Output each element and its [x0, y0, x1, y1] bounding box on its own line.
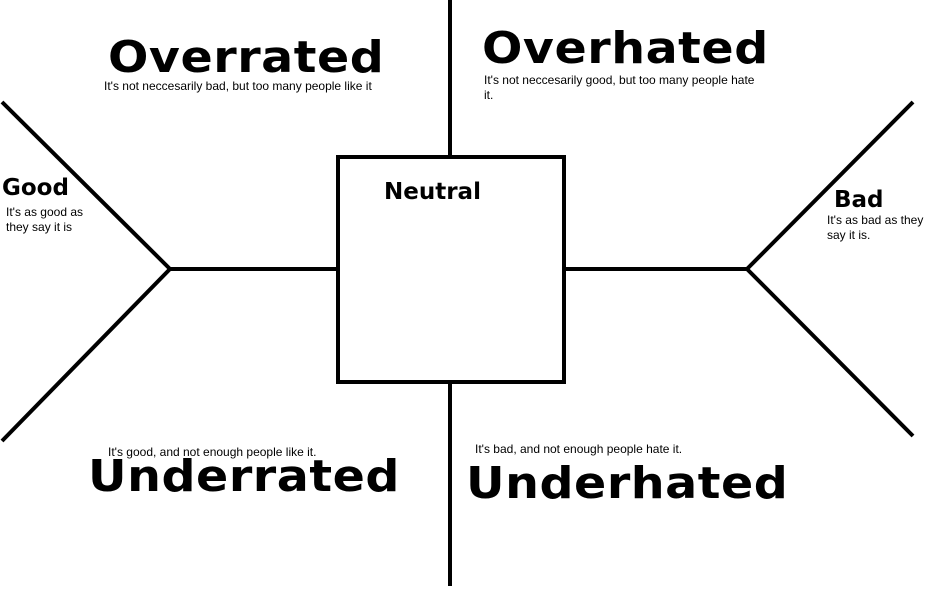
underhated-description: It's bad, and not enough people hate it.	[475, 442, 683, 456]
overrated-description: It's not neccesarily bad, but too many p…	[104, 79, 372, 93]
underhated-title: Underhated	[466, 458, 789, 509]
overrated-title: Overrated	[108, 32, 385, 83]
good-title: Good	[2, 175, 69, 201]
left-lower-diagonal-line	[0, 267, 172, 443]
overhated-title: Overhated	[482, 23, 769, 74]
neutral-box	[336, 155, 566, 384]
right-upper-diagonal-line	[745, 100, 915, 271]
bad-description: It's as bad as they say it is.	[827, 213, 924, 242]
left-upper-diagonal-line	[0, 100, 172, 271]
underrated-description: It's good, and not enough people like it…	[108, 445, 317, 459]
underrated-title: Underrated	[88, 451, 400, 502]
overhated-description: It's not neccesarily good, but too many …	[484, 73, 755, 102]
neutral-title: Neutral	[384, 179, 481, 205]
bad-title: Bad	[834, 187, 884, 213]
right-lower-diagonal-line	[745, 267, 915, 438]
good-description: It's as good as they say it is	[6, 205, 84, 234]
